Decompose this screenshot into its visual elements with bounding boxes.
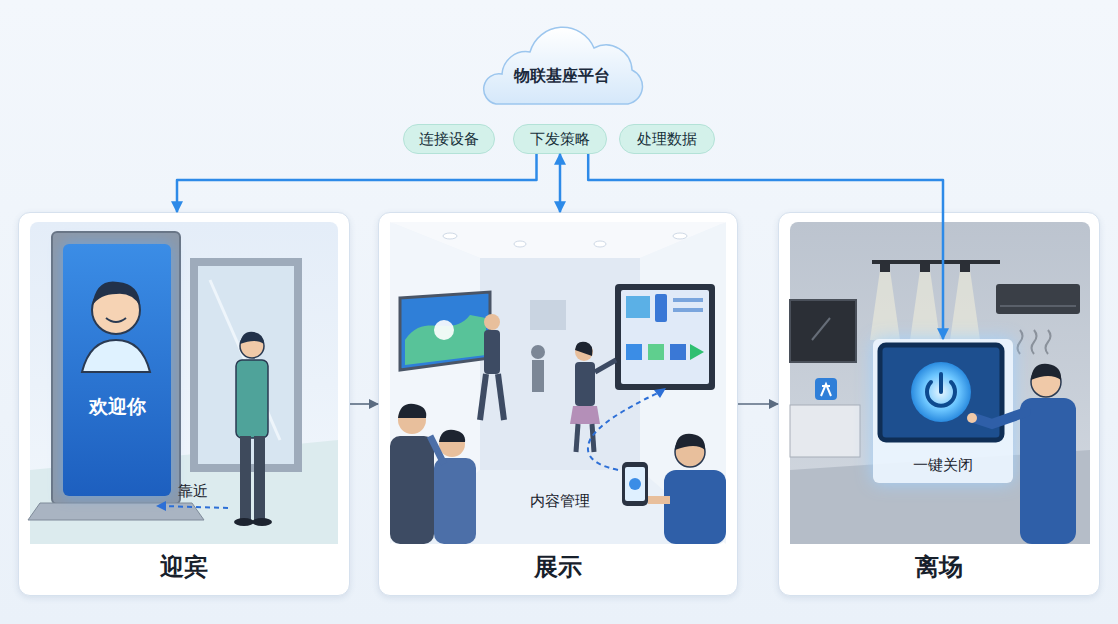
- function-pill: 处理数据: [619, 124, 715, 154]
- node-text: 物联基座平台: [514, 66, 610, 87]
- welcome-screen: 欢迎你: [63, 244, 171, 496]
- node-text: 处理数据: [637, 130, 697, 149]
- platform-cloud: 物联基座平台: [478, 22, 646, 108]
- function-pill: 连接设备: [403, 124, 495, 154]
- strategy-connector: [588, 154, 943, 339]
- strategy-connector: [177, 154, 537, 212]
- node-text: 欢迎你: [89, 394, 146, 420]
- scene-panel: 展示: [378, 212, 738, 596]
- panel-heading: 迎宾: [19, 551, 349, 583]
- panel-heading: 展示: [379, 551, 737, 583]
- scene-panel: 离场 一键关闭: [778, 212, 1100, 596]
- strategy-connector: [559, 154, 562, 212]
- annotation-label: 靠近: [178, 482, 208, 501]
- panel-heading: 离场: [779, 551, 1099, 583]
- annotation-label: 内容管理: [530, 492, 590, 511]
- flow-arrow: [350, 403, 378, 405]
- power-screen: 一键关闭: [873, 339, 1013, 483]
- node-text: 一键关闭: [913, 456, 973, 475]
- scene-panel: 迎宾 欢迎你: [18, 212, 350, 596]
- node-text: 下发策略: [530, 130, 590, 149]
- function-pill: 下发策略: [513, 124, 607, 154]
- flow-arrow: [738, 403, 778, 405]
- node-text: 连接设备: [419, 130, 479, 149]
- cloud-shape: [478, 22, 646, 108]
